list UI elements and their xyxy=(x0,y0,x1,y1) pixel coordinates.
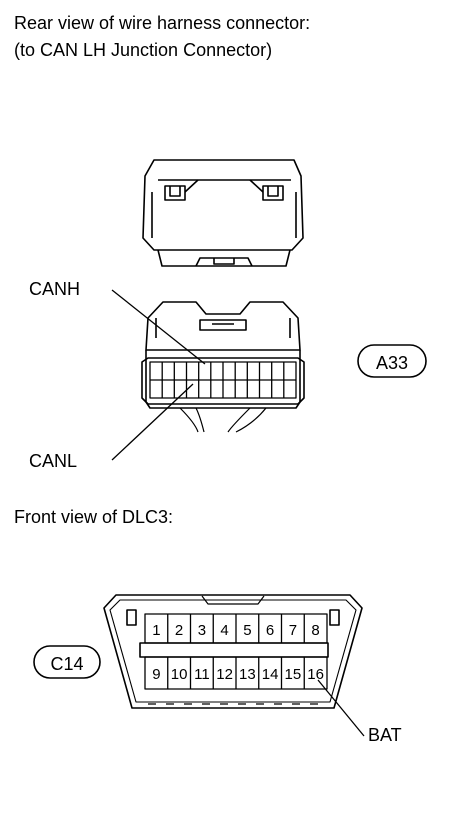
bat-label: BAT xyxy=(368,725,402,745)
dlc3-pin-7: 7 xyxy=(289,622,297,639)
canl-label: CANL xyxy=(29,451,78,471)
canl-leader-line xyxy=(111,383,194,461)
bat-leader-line xyxy=(317,679,365,737)
front-view-title: Front view of DLC3: xyxy=(14,507,174,527)
dlc3-pin-5: 5 xyxy=(243,622,251,639)
dlc3-pin-8: 8 xyxy=(311,622,319,639)
c14-badge-label: C14 xyxy=(50,654,83,674)
dlc3-pin-15: 15 xyxy=(285,666,302,683)
dlc3-pin-6: 6 xyxy=(266,622,274,639)
canh-leader-line xyxy=(111,289,206,365)
dlc3-pin-10: 10 xyxy=(171,666,188,683)
dlc3-pin-9: 9 xyxy=(152,666,160,683)
title-line-2: (to CAN LH Junction Connector) xyxy=(14,40,273,60)
c14-badge xyxy=(33,645,101,679)
a33-badge-label: A33 xyxy=(376,353,408,373)
dlc3-connector-housing xyxy=(103,594,363,709)
dlc3-pin-13: 13 xyxy=(239,666,256,683)
dlc3-pin-4: 4 xyxy=(220,622,228,639)
title-line-1: Rear view of wire harness connector: xyxy=(14,13,311,33)
a33-badge xyxy=(357,344,427,378)
canh-label: CANH xyxy=(29,279,81,299)
dlc3-pin-14: 14 xyxy=(262,666,279,683)
dlc3-pin-16: 16 xyxy=(307,666,324,683)
dlc3-pin-2: 2 xyxy=(175,622,183,639)
dlc3-pin-11: 11 xyxy=(194,666,210,683)
dlc3-pin-1: 1 xyxy=(152,622,160,639)
a33-connector-housing xyxy=(141,301,305,409)
dlc3-pin-grid xyxy=(144,613,328,690)
a33-pin-grid xyxy=(149,361,297,399)
upper-connector-housing xyxy=(142,159,304,267)
dlc3-pin-12: 12 xyxy=(216,666,233,683)
a33-wire-bundle xyxy=(179,407,267,433)
dlc3-pin-3: 3 xyxy=(198,622,206,639)
